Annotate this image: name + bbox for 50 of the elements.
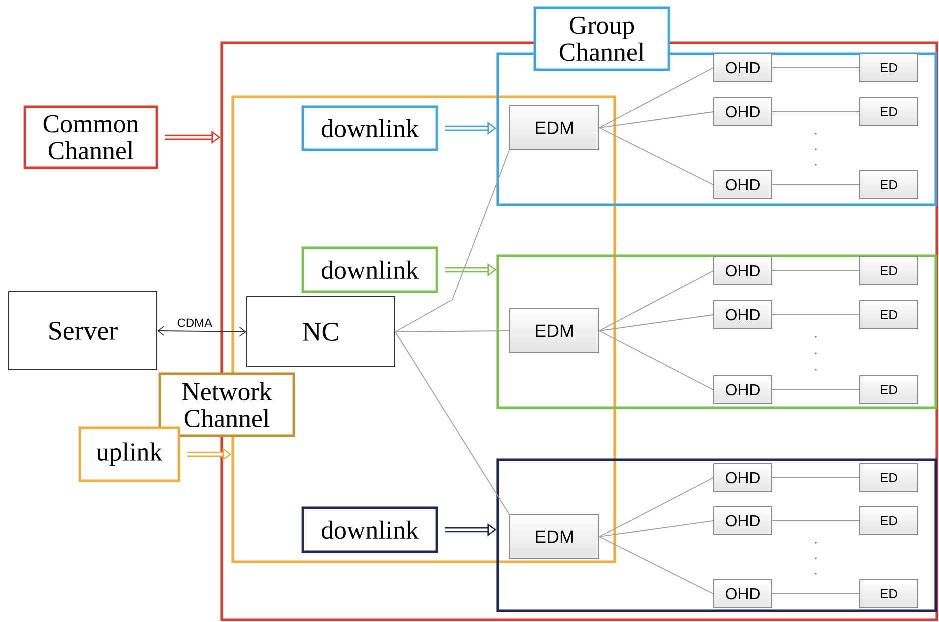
channel-label-box: Network Channel	[158, 372, 296, 438]
connector-line	[599, 128, 714, 186]
ed-box: ED	[860, 580, 918, 608]
connector-line	[599, 330, 714, 390]
connector-line	[599, 270, 714, 332]
ed-box: ED	[860, 300, 918, 330]
channel-label-box: uplink	[78, 426, 180, 482]
ohd-box: OHD	[714, 506, 772, 536]
connector-line	[599, 314, 714, 332]
ohd-box: OHD	[714, 54, 772, 82]
arrow	[158, 326, 246, 337]
connector-line	[395, 150, 510, 332]
edm-box: EDM	[510, 308, 600, 354]
connector-line	[772, 314, 860, 316]
ed-box: ED	[860, 170, 918, 200]
connector-line	[395, 330, 510, 332]
connector-line	[772, 270, 860, 272]
connector-line	[599, 68, 714, 128]
connector-line	[772, 520, 860, 522]
ohd-box: OHD	[714, 464, 772, 492]
ed-box: ED	[860, 506, 918, 536]
edge-label: CDMA	[176, 318, 214, 328]
channel-label-box: Group Channel	[534, 6, 670, 72]
device-box: NC	[246, 296, 396, 368]
connector-line	[395, 332, 510, 515]
connector-line	[599, 478, 714, 538]
group-frame	[496, 254, 938, 410]
edm-box: EDM	[510, 514, 600, 560]
ed-box: ED	[860, 54, 918, 82]
ohd-box: OHD	[714, 256, 772, 286]
ohd-box: OHD	[714, 580, 772, 608]
connector-line	[599, 112, 714, 128]
ed-box: ED	[860, 464, 918, 492]
connector-line	[772, 184, 860, 186]
ohd-box: OHD	[714, 300, 772, 330]
ed-box: ED	[860, 376, 918, 404]
edm-box: EDM	[510, 106, 600, 150]
ohd-box: OHD	[714, 98, 772, 126]
ohd-box: OHD	[714, 376, 772, 404]
ohd-box: OHD	[714, 170, 772, 200]
group-frame	[496, 458, 938, 612]
ed-box: ED	[860, 98, 918, 126]
ed-box: ED	[860, 256, 918, 286]
connector-line	[599, 520, 714, 538]
channel-label-box: downlink	[302, 106, 438, 152]
device-box: Server	[8, 292, 158, 370]
connector-line	[599, 536, 714, 594]
channel-label-box: downlink	[302, 506, 438, 554]
channel-label-box: Common Channel	[24, 106, 158, 170]
channel-label-box: downlink	[302, 246, 438, 294]
